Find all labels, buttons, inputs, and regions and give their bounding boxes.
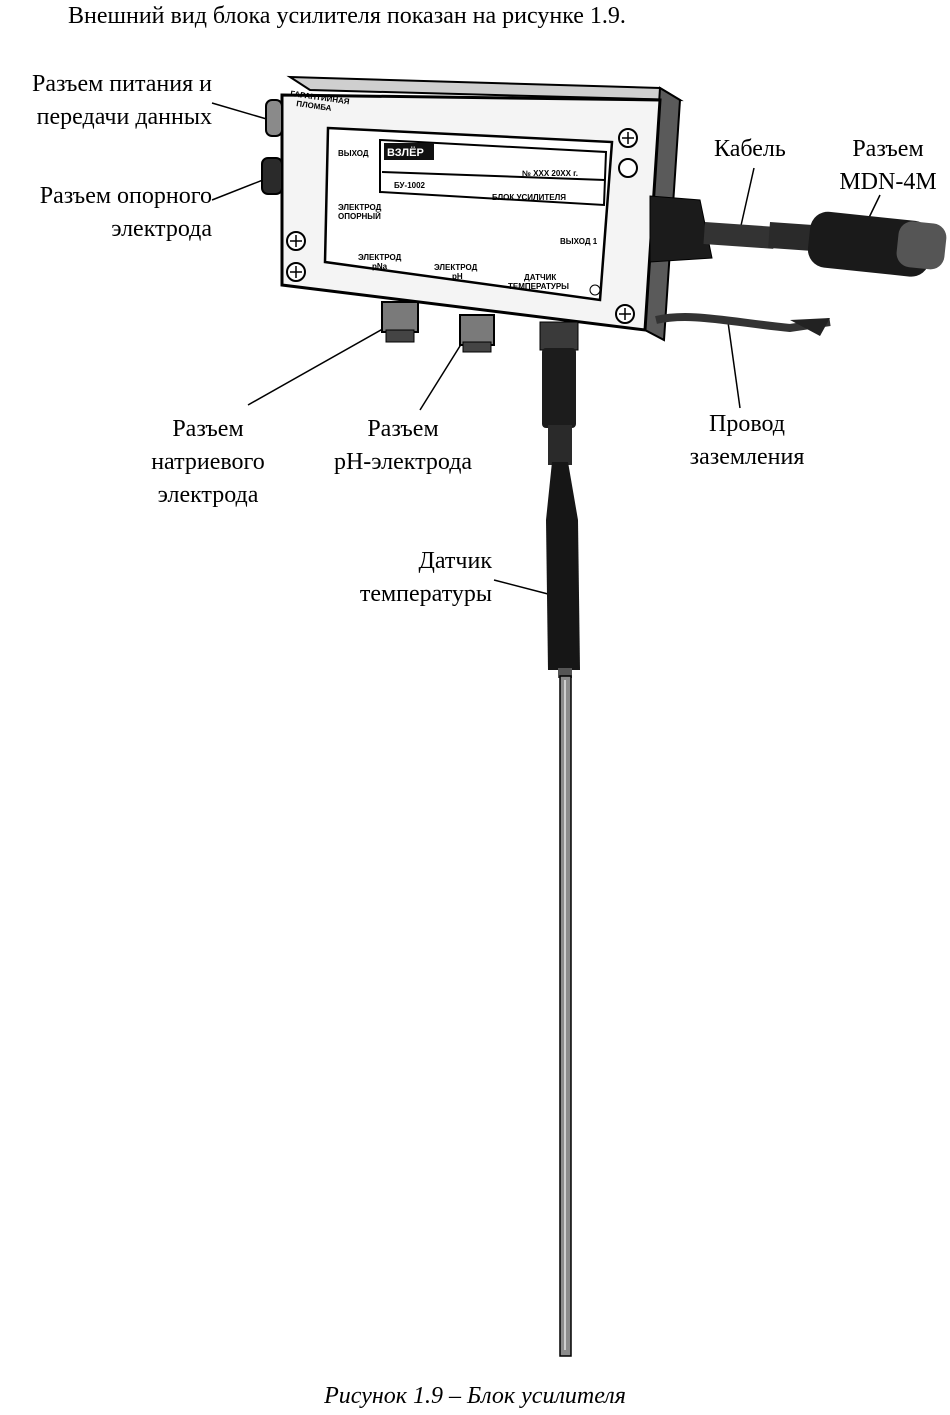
label-reference-line-2: электрода: [111, 216, 212, 242]
leader-ground: [727, 321, 741, 409]
figure-caption: Рисунок 1.9 – Блок усилителя: [324, 1383, 626, 1409]
label-mdn-line-1: Разъем: [852, 136, 924, 162]
side-connectors: [261, 99, 283, 195]
label-ground-line-2: заземления: [689, 444, 805, 470]
cable-assembly: [649, 195, 947, 277]
bottom-connectors: [381, 301, 495, 353]
plate-temp-2: ТЕМПЕРАТУРЫ: [508, 282, 569, 291]
label-ph-line-2: pH-электрода: [333, 449, 473, 475]
label-temp-line-2: температуры: [359, 581, 492, 607]
plate-output: ВЫХОД: [338, 149, 369, 158]
plate-pna-2: pNa: [372, 262, 388, 271]
label-ground-line-1: Провод: [708, 411, 786, 437]
plate-temp-1: ДАТЧИК: [524, 273, 556, 282]
leader-reference: [211, 177, 269, 201]
leader-cable: [739, 167, 755, 231]
label-reference-connector: Разъем опорного электрода: [0, 180, 212, 246]
label-cable: Кабель: [714, 136, 786, 162]
plate-unit-name: БЛОК УСИЛИТЕЛЯ: [492, 193, 566, 202]
plate-model: БУ-1002: [394, 181, 426, 190]
label-power-line-2: передачи данных: [36, 104, 212, 130]
label-ground-wire: Провод заземления: [674, 408, 820, 474]
housing: [280, 75, 684, 342]
label-ph-connector: Разъем pH-электрода: [318, 413, 488, 479]
plate-output1: ВЫХОД 1: [560, 237, 598, 246]
leader-power: [211, 102, 271, 121]
label-sodium-connector: Разъем натриевого электрода: [138, 413, 278, 512]
label-ph-line-1: Разъем: [367, 416, 439, 442]
plate-ph-2: pH: [452, 272, 463, 281]
leader-temp: [493, 579, 549, 595]
plate-serial: № XXX 20XX г.: [522, 169, 578, 178]
label-temp-line-1: Датчик: [418, 548, 492, 574]
label-mdn-connector: Разъем MDN-4M: [826, 133, 950, 199]
plate-brand: ВЗЛЁР: [387, 146, 424, 159]
plate-reference-2: ОПОРНЫЙ: [338, 212, 381, 221]
ground-wire: [655, 313, 831, 336]
label-sodium-line-3: электрода: [157, 482, 259, 508]
label-mdn-line-2: MDN-4M: [839, 169, 937, 195]
label-power-line-1: Разъем питания и: [31, 71, 212, 97]
leader-sodium: [247, 321, 396, 406]
label-sodium-line-2: натриевого: [151, 449, 265, 475]
plate-reference-1: ЭЛЕКТРОД: [338, 203, 382, 212]
label-reference-line-1: Разъем опорного: [39, 183, 212, 209]
label-sodium-line-1: Разъем: [172, 416, 244, 442]
plate-pna-1: ЭЛЕКТРОД: [358, 253, 402, 262]
label-power-connector: Разъем питания и передачи данных: [0, 68, 212, 134]
temperature-sensor: [539, 321, 580, 1357]
plate-ph-1: ЭЛЕКТРОД: [434, 263, 478, 272]
intro-text: Внешний вид блока усилителя показан на р…: [68, 3, 626, 29]
label-temp-sensor: Датчик температуры: [320, 545, 492, 611]
